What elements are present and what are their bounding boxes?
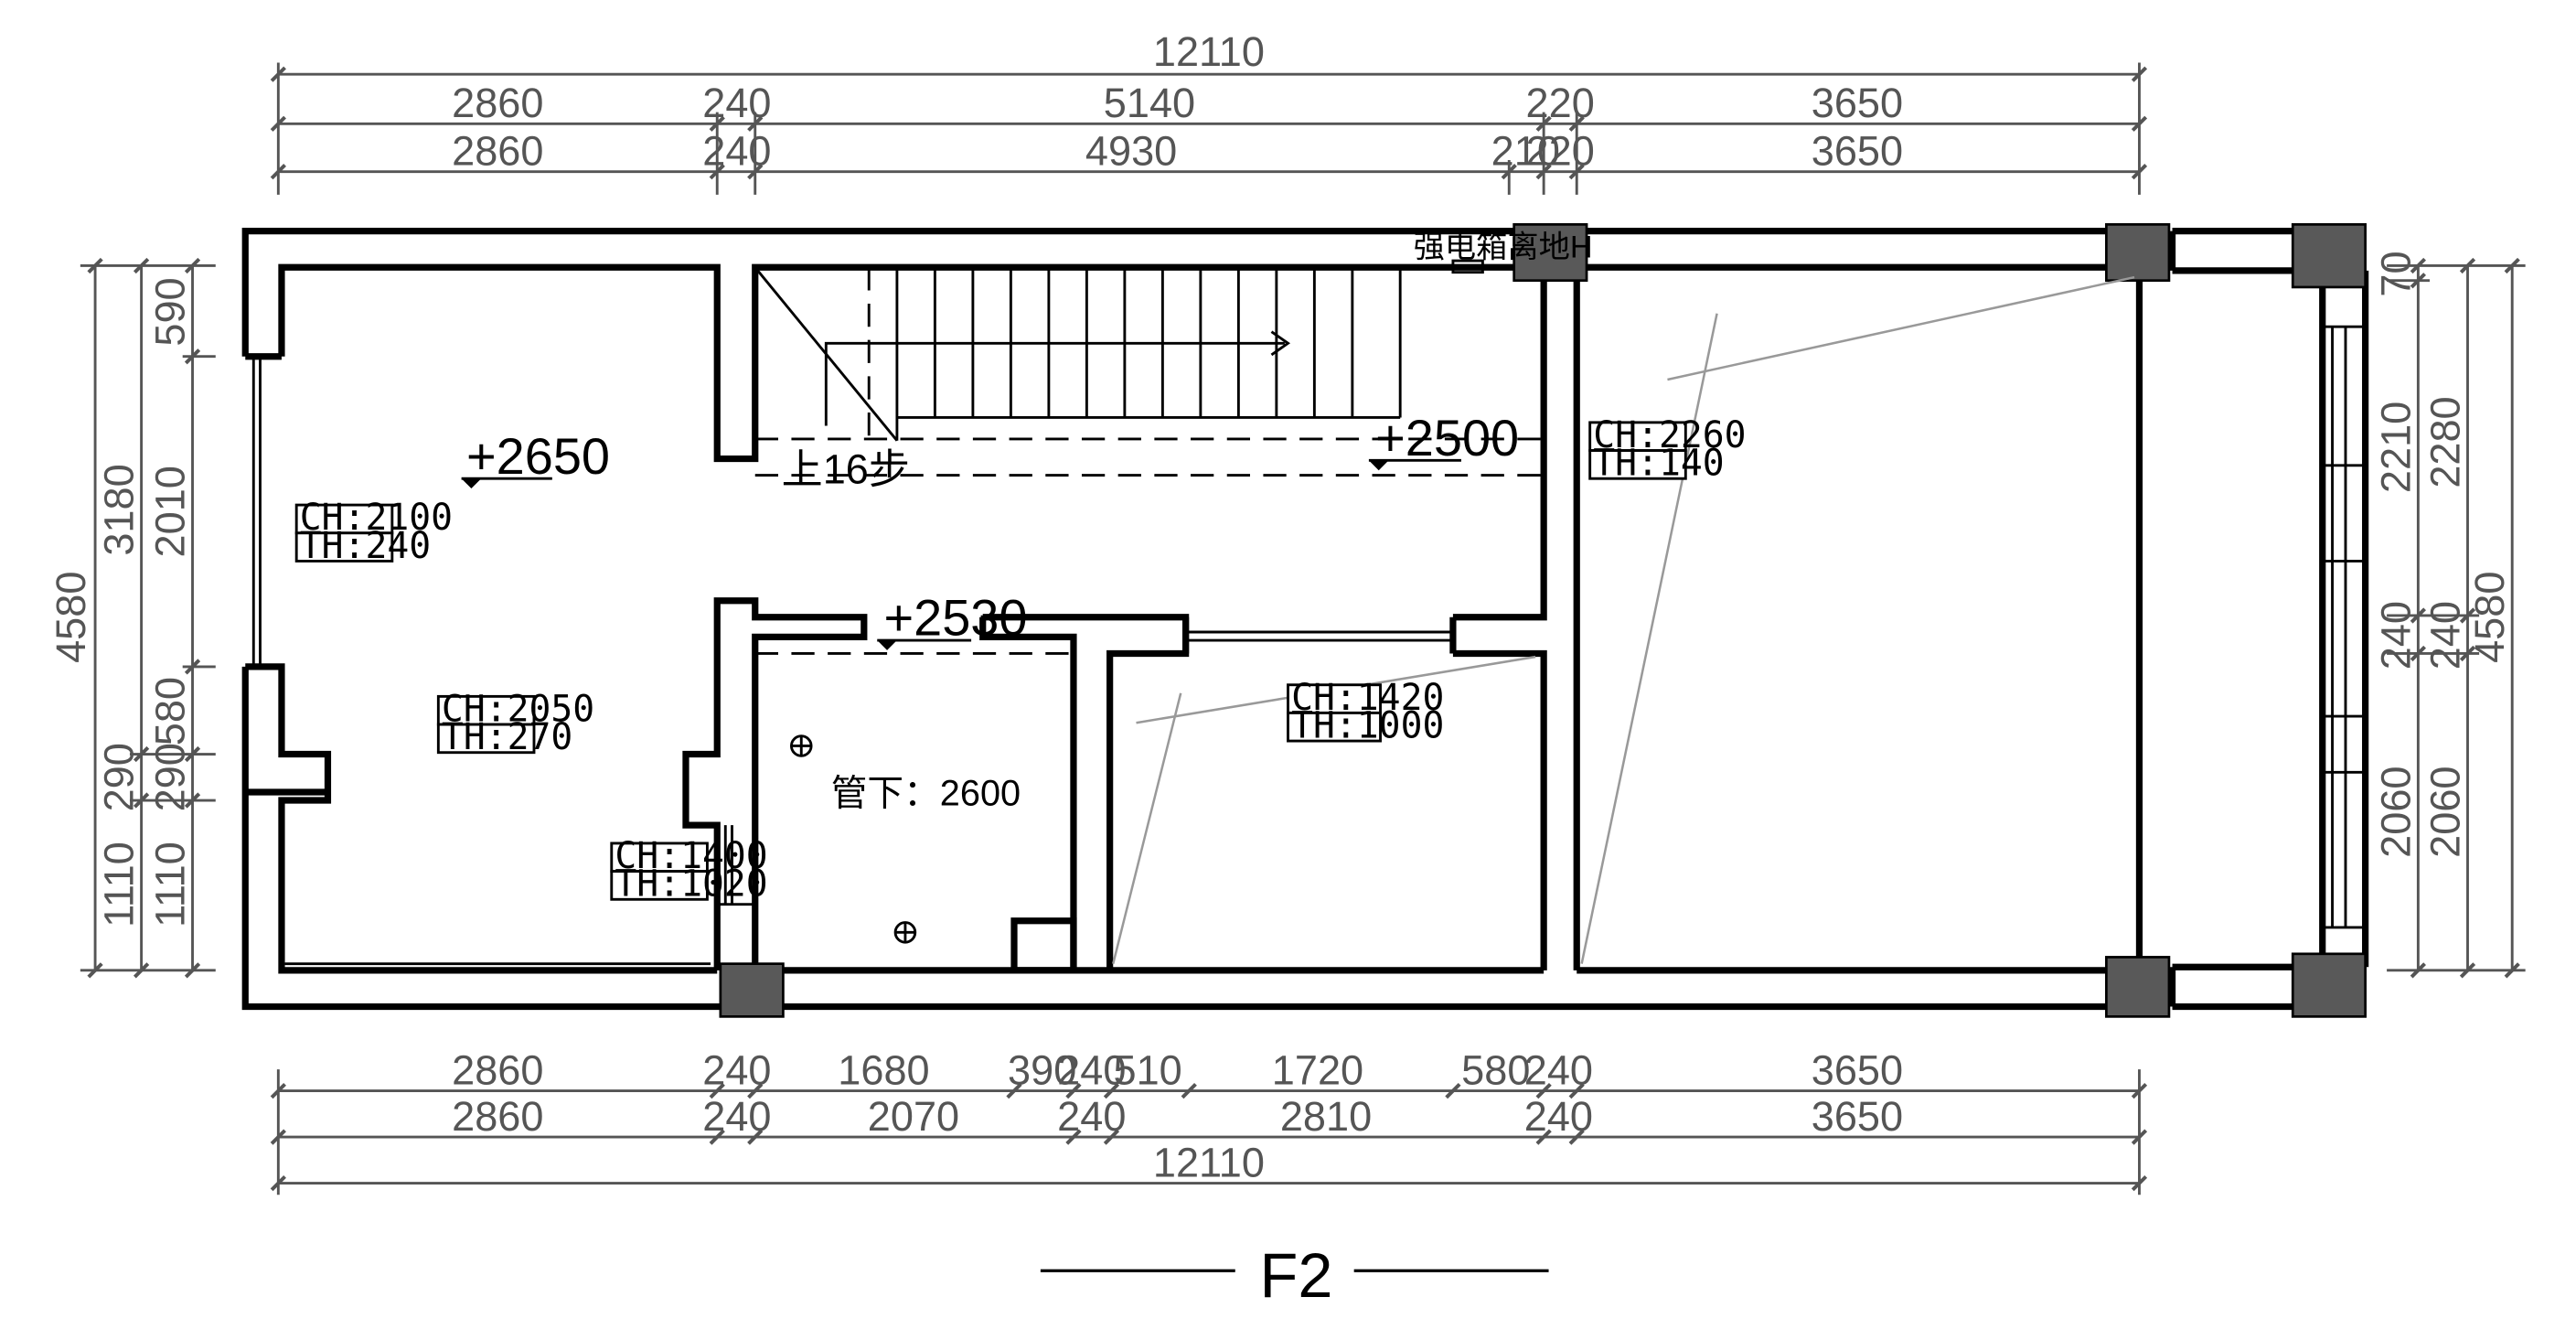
dim-label: 3650 [1812, 1046, 1903, 1093]
dim-label: 220 [1526, 80, 1595, 126]
dim-label: 510 [1114, 1046, 1182, 1093]
dim-label: 5140 [1104, 80, 1195, 126]
level-text: +2500 [1375, 409, 1519, 466]
staircase [754, 266, 1545, 477]
floor-drain-icon [789, 734, 813, 757]
tag-th: TH:270 [442, 716, 572, 758]
plan-title: F2 [1040, 1240, 1549, 1311]
opening-tag: CH:1400 TH:1020 [610, 835, 768, 906]
tag-th: TH:140 [1593, 443, 1724, 485]
dim-label: 1680 [838, 1046, 929, 1093]
tag-th: TH:240 [300, 525, 431, 567]
tag-ch: CH:1420 [1291, 677, 1444, 719]
diagonal-lines [1112, 275, 2135, 964]
dim-label: 4580 [48, 572, 94, 663]
dim-top-total: 12110 [1153, 28, 1265, 75]
tag-ch: CH:2050 [442, 688, 594, 730]
level-mark-living: +2650 [461, 427, 610, 489]
dim-bottom-row1: 2860 240 1680 390 240 510 1720 580 240 3… [452, 1046, 1903, 1093]
dim-label: 2060 [2421, 766, 2468, 857]
dim-label: 240 [1057, 1046, 1126, 1093]
dim-label: 390 [1008, 1046, 1076, 1093]
dim-label: 4930 [1085, 127, 1177, 174]
windows [251, 325, 2366, 966]
dim-label: 2860 [452, 80, 543, 126]
dim-label: 2060 [2372, 766, 2419, 857]
left-dimension-lines [80, 257, 216, 979]
dim-label: 3180 [96, 464, 143, 555]
bottom-dimension-lines [270, 1069, 2148, 1195]
tag-ch: CH:2260 [1593, 414, 1746, 456]
dim-label: 240 [1524, 1093, 1593, 1140]
note-pipe-height: 管下：2600 [831, 773, 1021, 813]
dim-label: 580 [146, 677, 193, 745]
dim-label: 70 [2372, 251, 2419, 296]
right-dimension-lines [2387, 257, 2526, 979]
opening-tag: CH:2050 TH:270 [436, 688, 594, 758]
columns [719, 223, 2367, 1018]
dim-right-labels: 70 2210 240 2060 2280 240 2060 4580 [2372, 251, 2513, 857]
dim-label: 220 [1526, 127, 1595, 174]
opening-tag: CH:2260 TH:140 [1588, 414, 1747, 485]
note-stairs: 上16步 [782, 446, 910, 493]
dim-label: 240 [2372, 601, 2419, 670]
dim-label: 240 [702, 127, 771, 174]
floor-drain-icon [893, 921, 917, 944]
opening-tag: CH:2100 TH:240 [294, 497, 453, 567]
dim-label: 210 [1491, 127, 1560, 174]
tag-th: TH:1020 [615, 863, 767, 906]
dim-label: 240 [1057, 1093, 1126, 1140]
dim-label: 1110 [146, 842, 193, 927]
dim-label: 240 [1524, 1046, 1593, 1093]
dim-label: 2070 [868, 1093, 959, 1140]
dim-left-labels: 4580 3180 290 1110 590 2010 580 290 1110 [48, 277, 193, 927]
level-text: +2650 [466, 427, 610, 485]
level-mark-stair: +2500 [1368, 409, 1519, 471]
dim-top-row1: 2860 240 5140 220 3650 [452, 80, 1903, 126]
dim-label: 3650 [1812, 80, 1903, 126]
dim-label: 3650 [1812, 1093, 1903, 1140]
top-dimension-lines [270, 62, 2148, 195]
dim-label: 2210 [2372, 402, 2419, 493]
electric-box [1451, 259, 1484, 274]
dim-label: 1110 [96, 842, 143, 927]
dim-label: 290 [146, 743, 193, 811]
dim-label: 2860 [452, 1093, 543, 1140]
opening-tag: CH:1420 TH:1000 [1287, 677, 1444, 746]
level-text: +2530 [883, 589, 1027, 647]
level-mark-hall: +2530 [877, 589, 1028, 650]
dim-label: 240 [2421, 601, 2468, 670]
dim-label: 580 [1461, 1046, 1530, 1093]
dim-label: 2280 [2421, 396, 2468, 488]
dim-label: 240 [702, 1093, 771, 1140]
dim-label: 3650 [1812, 127, 1903, 174]
tag-th: TH:1000 [1291, 704, 1444, 746]
dim-label: 2810 [1280, 1093, 1372, 1140]
dim-label: 290 [96, 743, 143, 811]
dim-label: 1720 [1272, 1046, 1363, 1093]
plan-title-text: F2 [1260, 1240, 1333, 1311]
note-electric-box: 强电箱离地H [1414, 230, 1593, 264]
dim-label: 240 [702, 80, 771, 126]
dim-bottom-total: 12110 [1153, 1139, 1265, 1185]
dim-label: 590 [146, 277, 193, 346]
dim-top-row2: 2860 240 4930 210 220 3650 [452, 127, 1903, 174]
dim-label: 2010 [146, 466, 193, 557]
walls [241, 227, 2369, 1011]
tag-ch: CH:1400 [615, 835, 767, 877]
dim-label: 240 [702, 1046, 771, 1093]
dim-label: 2860 [452, 1046, 543, 1093]
dim-label: 2860 [452, 127, 543, 174]
dim-label: 4580 [2466, 572, 2513, 663]
tag-ch: CH:2100 [300, 497, 453, 539]
dim-bottom-row2: 2860 240 2070 240 2810 240 3650 [452, 1093, 1903, 1140]
